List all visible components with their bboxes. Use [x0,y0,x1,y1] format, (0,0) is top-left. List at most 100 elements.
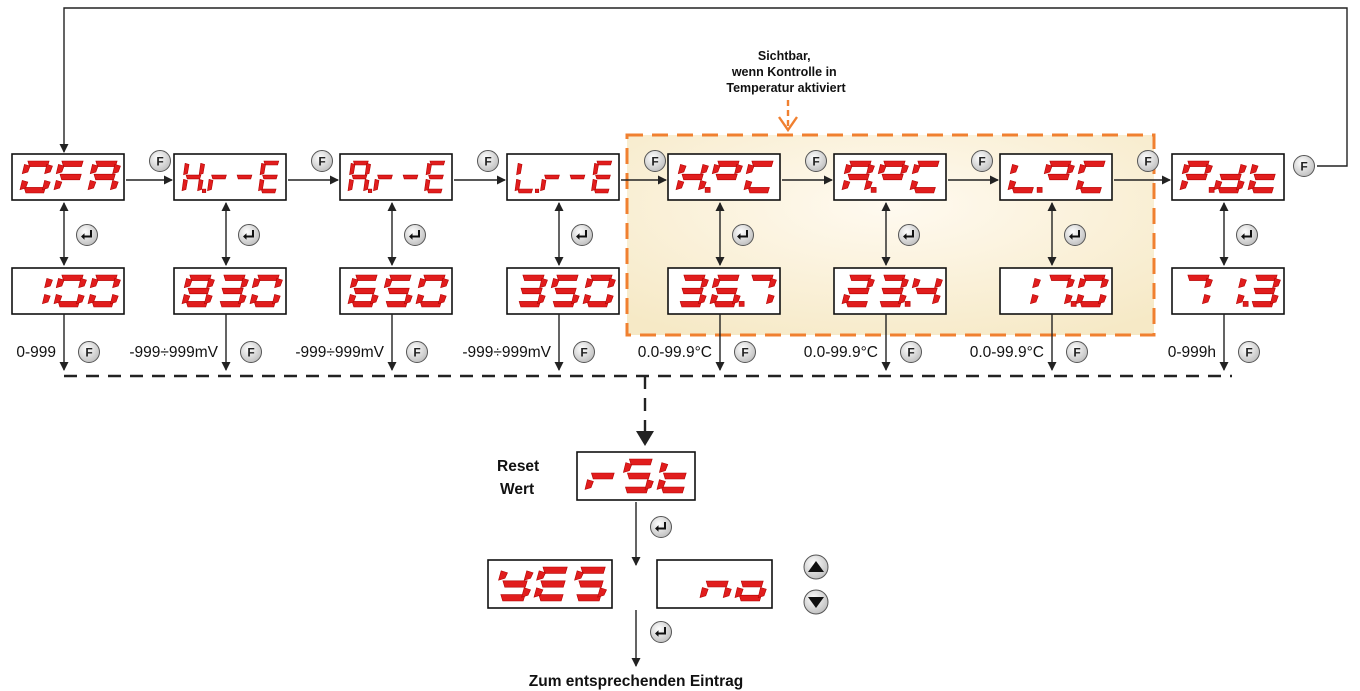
display-digit [514,162,540,194]
parameter-value-display: 350 [506,267,620,315]
parameter-code-display: A.r-E [339,153,453,201]
display-digit [373,174,393,192]
f-button-icon[interactable]: F [311,150,333,172]
display-digit [207,174,227,192]
svg-text:F: F [156,154,163,168]
range-label: 0.0-99.9°C [638,344,712,361]
display-digit [181,274,215,308]
enter-button-icon[interactable] [650,621,672,643]
display-digit [569,174,586,180]
parameter-value-display: 23.4 [833,267,947,315]
enter-button-icon[interactable] [732,224,754,246]
display-digit [743,160,774,194]
enter-button-icon[interactable] [898,224,920,246]
svg-text:F: F [651,154,658,168]
enter-button-icon[interactable] [571,224,593,246]
enter-button-icon[interactable] [76,224,98,246]
display-digit [53,160,84,191]
enter-button-icon[interactable] [404,224,426,246]
display-digit [1187,274,1213,305]
reset-code-display: rSt [576,451,696,501]
display-digit [841,160,877,193]
f-button-icon[interactable]: F [240,341,262,363]
parameter-value-display: 830 [173,267,287,315]
f-button-icon[interactable]: F [78,341,100,363]
range-label: -999÷999mV [462,344,551,361]
display-digit [402,174,419,180]
svg-text:F: F [1245,345,1252,359]
display-digit [219,274,249,308]
range-label: 0.0-99.9°C [970,344,1044,361]
yes-display: YES [487,559,613,609]
f-button-icon[interactable]: F [149,150,171,172]
f-button-icon[interactable]: F [1293,155,1315,177]
display-digit [1247,163,1276,194]
range-label: 0-999h [1168,344,1216,361]
parameter-code-display: H.r-E [173,153,287,201]
parameter-value-display: 36.7 [667,267,781,315]
display-digit [1213,163,1247,194]
display-digit [498,570,534,602]
parameter-column: H.°C36.7F0.0-99.9°CF [638,150,833,371]
enter-button-icon[interactable] [238,224,260,246]
display-digit [1075,274,1109,308]
display-digit [53,274,87,308]
parameter-code-display: H.°C [667,153,781,201]
f-button-icon[interactable]: F [477,150,499,172]
f-button-icon[interactable]: F [1137,150,1159,172]
svg-text:F: F [413,345,420,359]
enter-button-icon[interactable] [650,516,672,538]
display-digit [709,274,745,308]
f-button-icon[interactable]: F [573,341,595,363]
display-digit [1179,160,1215,193]
footer-text: Zum entsprechenden Eintrag [529,673,743,690]
svg-text:F: F [1073,345,1080,359]
display-digit [1043,160,1075,181]
display-digit [582,274,616,308]
display-digit [656,462,687,494]
range-label: -999÷999mV [129,344,218,361]
display-digit [584,472,615,490]
f-button-icon[interactable]: F [1066,341,1088,363]
f-button-icon[interactable]: F [734,341,756,363]
parameter-code-display: P.dt [1171,153,1285,201]
parameter-code-display: L.r-E [506,153,620,201]
f-button-icon[interactable]: F [644,150,666,172]
range-label: 0.0-99.9°C [804,344,878,361]
f-button-icon[interactable]: F [406,341,428,363]
display-digit [879,274,911,308]
svg-text:F: F [1144,154,1151,168]
svg-text:F: F [580,345,587,359]
display-digit [1029,277,1041,305]
display-digit [574,566,607,602]
display-digit [347,274,379,308]
f-button-icon[interactable]: F [971,150,993,172]
display-digit [533,566,568,602]
svg-text:F: F [484,154,491,168]
up-button-icon[interactable] [803,554,829,580]
svg-text:F: F [741,345,748,359]
reset-label: Reset Wert [497,458,544,498]
display-digit [1251,274,1281,308]
visibility-note: Sichtbar, wenn Kontrolle in Temperatur a… [726,49,846,95]
display-digit [518,274,548,308]
down-button-icon[interactable] [803,589,829,615]
display-digit [591,160,613,194]
enter-button-icon[interactable] [1064,224,1086,246]
parameter-code-display: L.°C [999,153,1113,201]
display-digit [911,277,943,305]
f-button-icon[interactable]: F [805,150,827,172]
parameter-value-display: 100 [11,267,125,315]
svg-text:F: F [1300,159,1307,173]
range-label: -999÷999mV [295,344,384,361]
note-line-3: Temperatur aktiviert [726,81,846,95]
f-button-icon[interactable]: F [1238,341,1260,363]
f-button-icon[interactable]: F [900,341,922,363]
display-digit [87,160,121,191]
parameter-value-display: 71.3 [1171,267,1285,315]
enter-button-icon[interactable] [1236,224,1258,246]
